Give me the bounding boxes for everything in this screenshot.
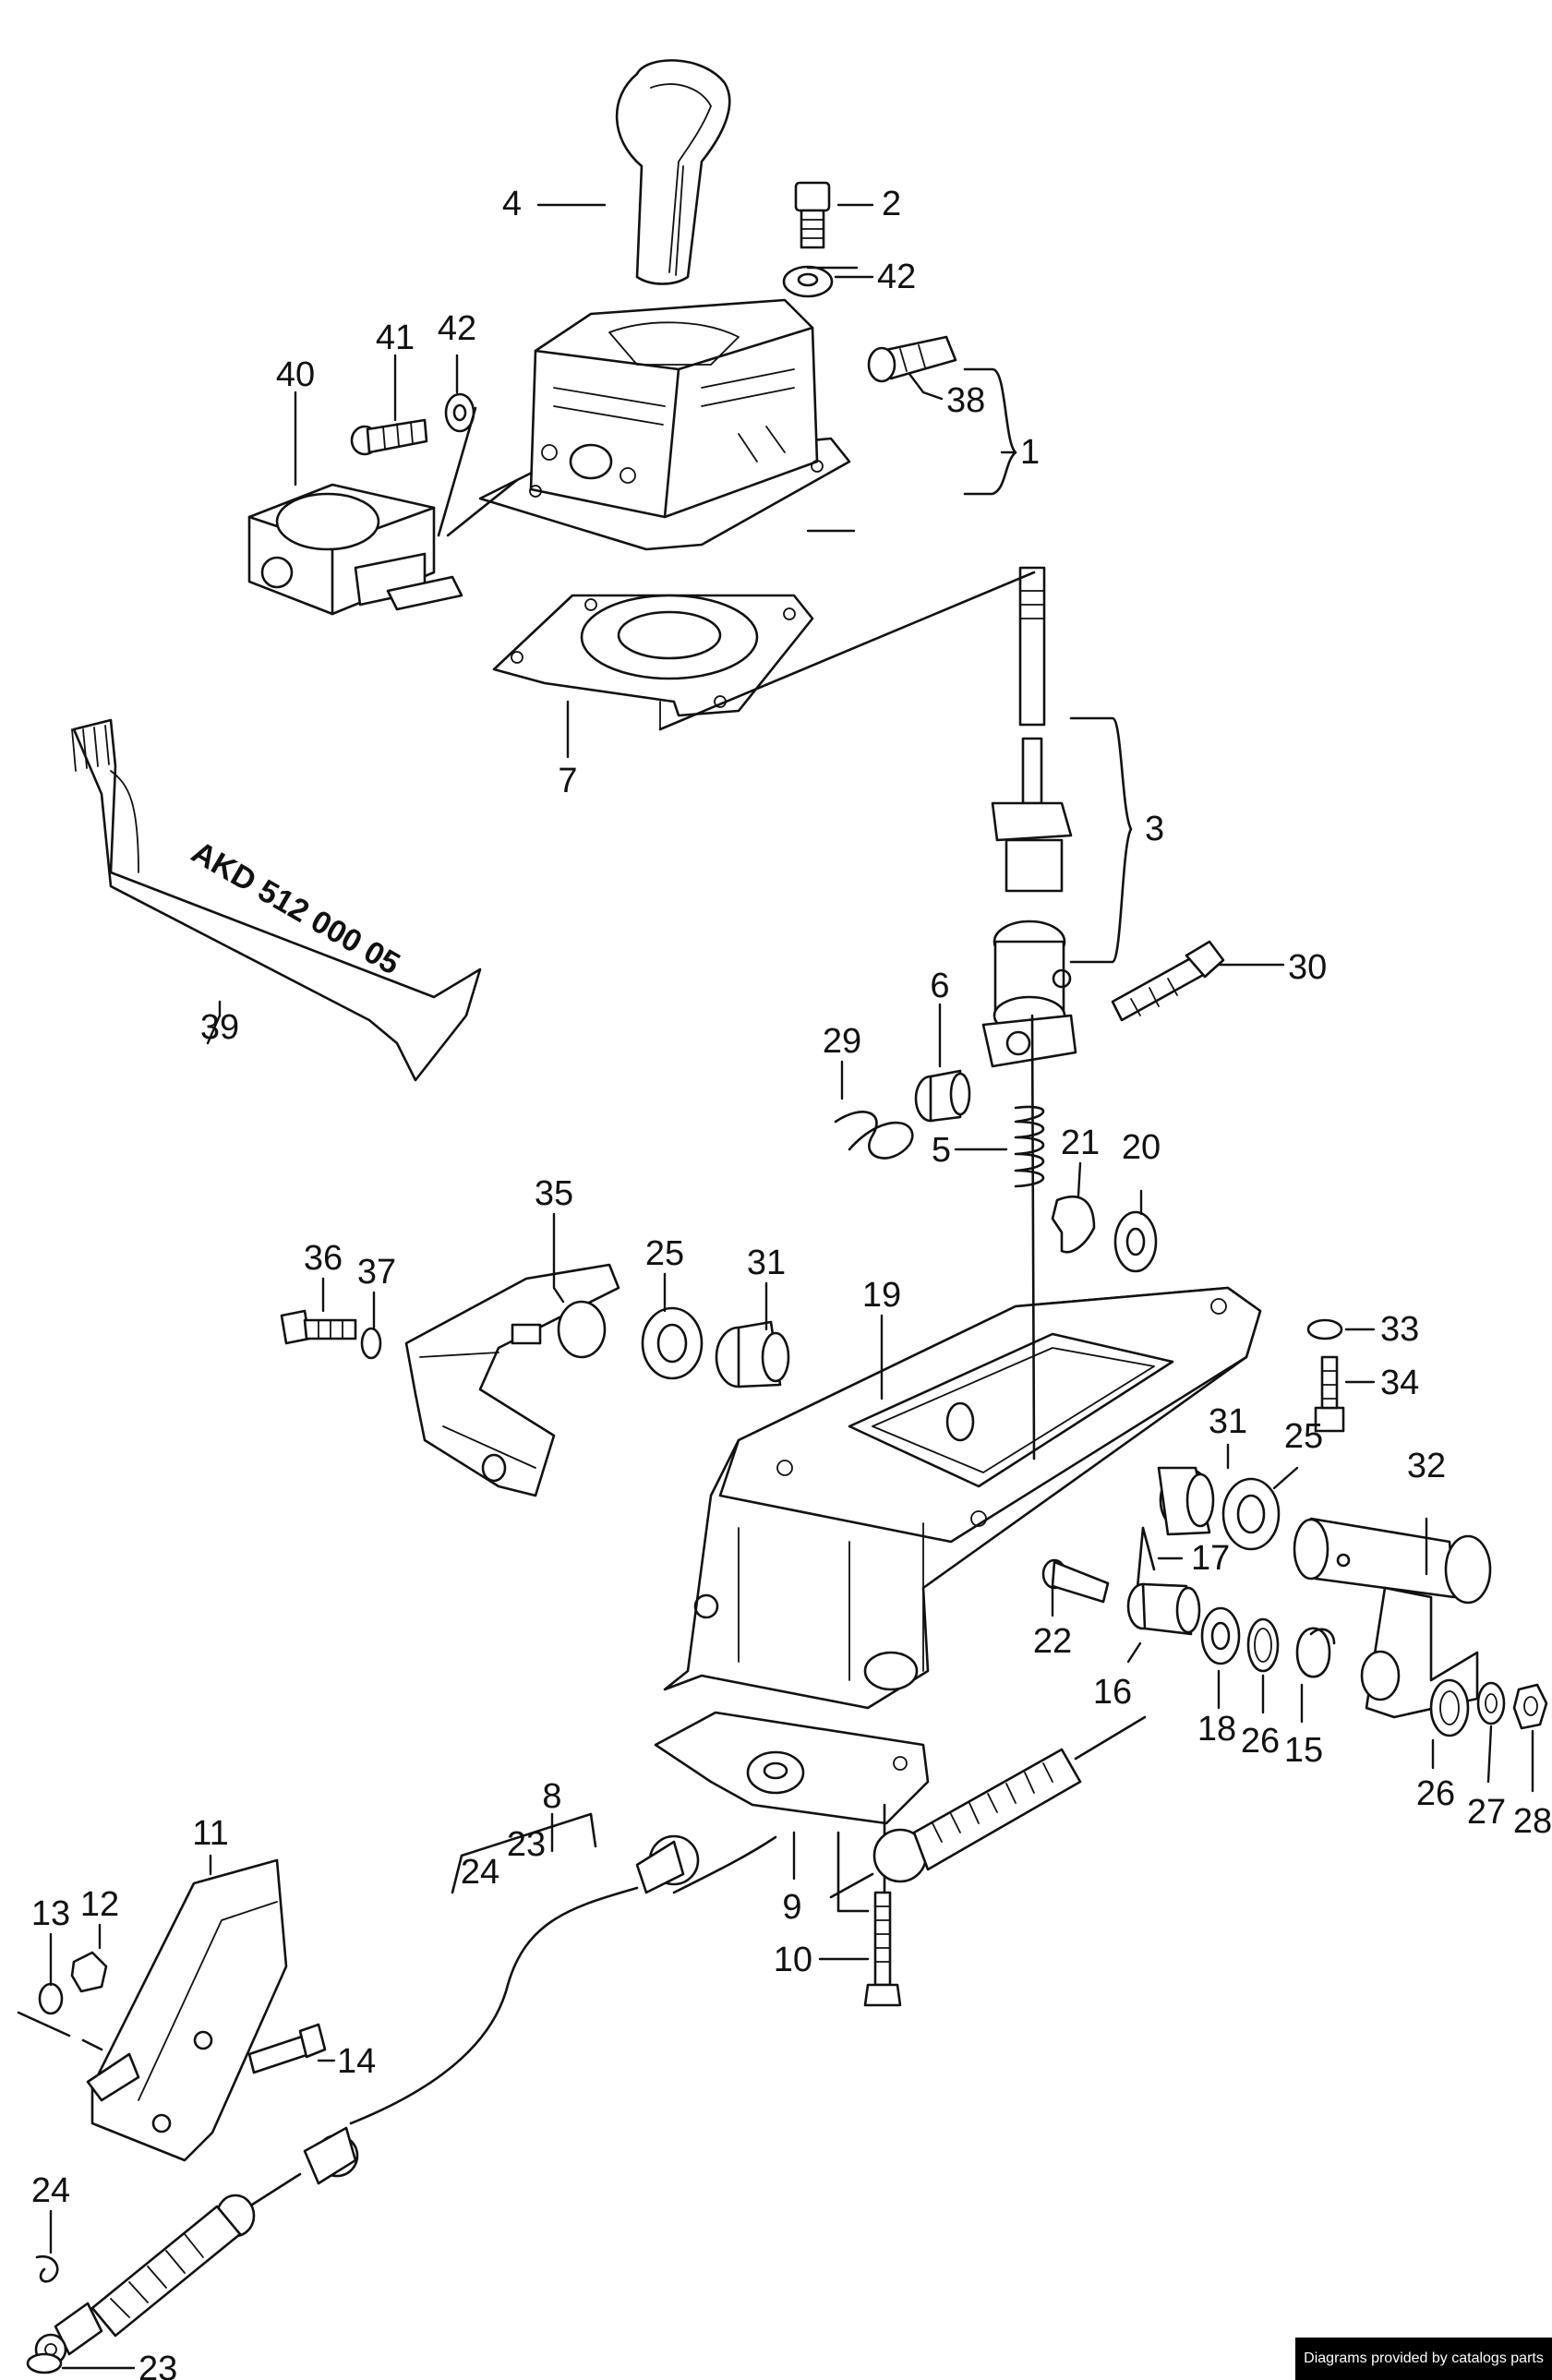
callout-23-top: 23 [507, 1825, 546, 1864]
callout-39: 39 [200, 1008, 239, 1047]
washer-part-33 [1306, 1318, 1343, 1340]
callout-24-bottom: 24 [31, 2171, 70, 2210]
spring-part-15 [1295, 1627, 1336, 1678]
callout-20: 20 [1122, 1128, 1161, 1167]
callout-13: 13 [31, 1894, 70, 1933]
bolt-part-34 [1314, 1355, 1345, 1433]
callout-42-top: 42 [877, 258, 916, 296]
gasket-part-7 [492, 594, 814, 717]
callout-41: 41 [376, 319, 415, 357]
washer-part-26-left [1246, 1617, 1280, 1673]
cable-upper-part-8 [635, 1715, 1147, 1899]
callout-26-left: 26 [1241, 1722, 1280, 1761]
nut-part-28 [1512, 1683, 1548, 1730]
callout-36: 36 [304, 1239, 343, 1278]
retainer-part-21 [1051, 1195, 1096, 1254]
callout-38: 38 [946, 381, 985, 420]
washer-part-26-right [1429, 1678, 1470, 1737]
callout-17: 17 [1191, 1539, 1230, 1578]
callout-9: 9 [782, 1888, 801, 1927]
bolt-part-30 [1111, 940, 1225, 1022]
callout-23-bottom: 23 [138, 2350, 177, 2380]
callout-42-left: 42 [438, 309, 476, 348]
screw-part-22 [1041, 1558, 1110, 1604]
callout-21: 21 [1061, 1124, 1100, 1162]
callout-25-right: 25 [1284, 1417, 1323, 1456]
shift-knob-part-4 [615, 59, 731, 285]
callout-16: 16 [1093, 1673, 1132, 1712]
bolt-part-36 [280, 1309, 357, 1345]
callout-34: 34 [1380, 1364, 1419, 1402]
callout-4: 4 [502, 185, 522, 223]
callout-11: 11 [192, 1814, 228, 1853]
washer-part-13 [38, 1982, 64, 2015]
callout-35: 35 [535, 1174, 573, 1213]
group-brackets [17, 266, 1133, 2051]
washer-part-23-bottom [26, 2352, 63, 2374]
callout-25-left: 25 [645, 1234, 684, 1273]
bracket-part-35 [404, 1263, 620, 1497]
spring-part-5 [1014, 1105, 1045, 1188]
bushing-part-16 [1126, 1582, 1201, 1636]
washer-part-42-left [444, 392, 475, 433]
cable-bracket-part-9 [654, 1711, 930, 1825]
callout-10: 10 [774, 1941, 812, 1979]
bolt-part-41 [350, 418, 428, 456]
switch-part-38 [867, 335, 957, 383]
instruction-tube-part-39: AKD 512 000 05 [71, 718, 482, 1082]
callout-26-right: 26 [1416, 1774, 1455, 1813]
callout-33: 33 [1380, 1310, 1419, 1349]
washer-part-27 [1476, 1681, 1506, 1725]
clip-part-17 [1136, 1526, 1156, 1590]
callout-19: 19 [862, 1276, 901, 1315]
callout-2: 2 [882, 185, 901, 223]
callout-27: 27 [1467, 1793, 1506, 1832]
callout-3: 3 [1145, 810, 1164, 848]
callout-6: 6 [930, 967, 949, 1005]
callout-32: 32 [1407, 1447, 1446, 1485]
seal-part-18 [1200, 1606, 1241, 1665]
callout-18: 18 [1197, 1710, 1236, 1749]
seal-part-25-right [1221, 1477, 1281, 1551]
bushing-part-31-right [1157, 1466, 1215, 1536]
leader-lines [49, 203, 1534, 2370]
selector-housing-part-1 [478, 298, 851, 551]
washer-part-37 [360, 1327, 382, 1360]
callout-37: 37 [357, 1253, 396, 1292]
callout-12: 12 [80, 1885, 119, 1924]
callout-5: 5 [932, 1131, 951, 1170]
nut-part-12 [70, 1951, 108, 1993]
bolt-part-2 [794, 181, 831, 249]
callout-31-left: 31 [747, 1244, 786, 1282]
callout-31-right: 31 [1209, 1402, 1247, 1441]
bushing-part-31-left [715, 1320, 790, 1388]
callout-1: 1 [1020, 433, 1040, 472]
callout-29: 29 [823, 1022, 861, 1061]
seal-part-25-left [641, 1306, 704, 1380]
bolt-part-14 [247, 2023, 327, 2074]
callout-28: 28 [1513, 1802, 1552, 1841]
washer-part-20 [1113, 1210, 1158, 1273]
clip-part-24-bottom [35, 2254, 59, 2283]
callout-30: 30 [1288, 948, 1327, 987]
callout-22: 22 [1033, 1622, 1072, 1661]
callout-24-top: 24 [461, 1853, 499, 1892]
callout-14: 14 [337, 2042, 376, 2081]
callout-8: 8 [542, 1777, 561, 1816]
callout-40: 40 [276, 355, 315, 394]
mounting-plate-part-19 [663, 1286, 1262, 1710]
callout-7: 7 [558, 762, 577, 800]
callout-labels: 4 2 42 38 1 40 41 42 7 3 30 39 6 29 5 21… [31, 185, 1552, 2380]
solenoid-part-40 [247, 483, 463, 616]
bolt-part-10 [863, 1891, 902, 2007]
spring-clip-part-29 [834, 1111, 914, 1160]
credit-badge: Diagrams provided by catalogs parts [1295, 2338, 1552, 2380]
selector-lever-part-3 [981, 566, 1077, 1068]
callout-15: 15 [1284, 1731, 1323, 1770]
washer-part-42-top [782, 265, 834, 298]
bushing-part-6 [914, 1069, 971, 1123]
bracket-part-11 [86, 1858, 288, 2162]
